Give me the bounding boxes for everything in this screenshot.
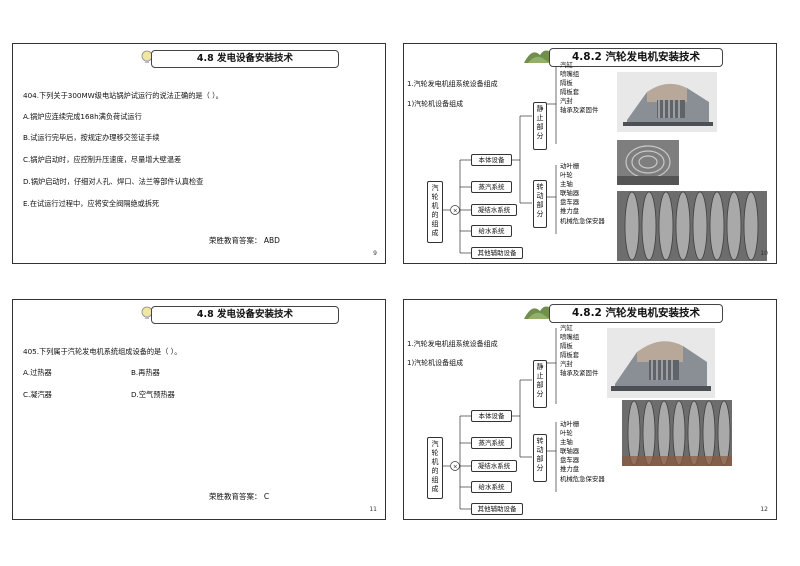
branch-body: 本体设备	[471, 410, 512, 422]
option-c: C.锅炉启动时，应控制升压速度，尽量增大壁温差	[23, 155, 182, 164]
branch-condensate: 凝结水系统	[471, 460, 517, 472]
branch-condensate: 凝结水系统	[471, 204, 517, 216]
page-number: 11	[369, 506, 377, 513]
heading-1: 1.汽轮发电机组系统设备组成	[407, 340, 498, 348]
option-d: D.空气预热器	[131, 390, 175, 399]
grass-decoration-icon	[524, 306, 556, 319]
option-d: D.锅炉启动时，仔细对人孔、焊口、法兰等部件认真检查	[23, 177, 204, 186]
option-a: A.过热器	[23, 368, 52, 377]
lightbulb-icon	[141, 306, 153, 319]
tree-connectors: ×	[442, 328, 557, 510]
rotating-items-list: 动叶栅 叶轮 主轴 联轴器 盘车器 推力盘 机械危急保安器	[560, 420, 605, 484]
list-item: 主轴	[560, 438, 573, 447]
branch-feedwater: 给水系统	[471, 225, 512, 237]
list-item: 隔板	[560, 342, 573, 351]
list-item: 叶轮	[560, 429, 573, 438]
list-item: 汽缸	[560, 61, 573, 69]
list-item: 喷嘴组	[560, 70, 580, 79]
list-item: 隔板套	[560, 88, 580, 97]
static-items-list: 汽缸 喷嘴组 隔板 隔板套 汽封 轴承及紧固件	[560, 324, 598, 379]
svg-text:×: ×	[453, 208, 458, 215]
list-item: 隔板套	[560, 351, 580, 360]
turbine-blades-image	[617, 191, 767, 261]
option-b: B.再热器	[131, 368, 160, 377]
list-item: 动叶栅	[560, 162, 580, 170]
slide-title: 4.8 发电设备安装技术	[151, 306, 339, 324]
list-item: 联轴器	[560, 447, 580, 456]
list-item: 盘车器	[560, 456, 580, 465]
list-item: 汽封	[560, 97, 573, 106]
list-item: 叶轮	[560, 171, 573, 180]
list-item: 推力盘	[560, 207, 580, 216]
list-item: 轴承及紧固件	[560, 369, 599, 378]
slide-12: 4.8.2 汽轮发电机安装技术 1.汽轮发电机组系统设备组成 1)汽轮机设备组成…	[403, 299, 777, 520]
heading-2: 1)汽轮机设备组成	[407, 100, 464, 108]
slide-10: 4.8.2 汽轮发电机安装技术 1.汽轮发电机组系统设备组成 1)汽轮机设备组成…	[403, 43, 777, 264]
svg-text:×: ×	[453, 464, 458, 471]
page-number: 9	[373, 250, 377, 257]
slide-title: 4.8.2 汽轮发电机安装技术	[549, 48, 723, 67]
list-item: 喷嘴组	[560, 333, 580, 342]
branch-auxiliary: 其他辅助设备	[471, 247, 523, 259]
answer-text: 荣胜教育答案： C	[209, 492, 270, 501]
page-number: 12	[760, 506, 768, 513]
turbine-cutaway-image	[607, 328, 715, 398]
option-c: C.凝汽器	[23, 390, 52, 399]
slide-11: 4.8 发电设备安装技术 405.下列属于汽轮发电机系统组成设备的是（ ）。 A…	[12, 299, 386, 520]
branch-body: 本体设备	[471, 154, 512, 166]
turbine-blades-image	[622, 400, 732, 466]
rotating-part-box: 转动部分	[533, 434, 547, 482]
list-item: 动叶栅	[560, 420, 580, 428]
option-a: A.锅炉应连续完成168h满负荷试运行	[23, 112, 142, 121]
branch-steam: 蒸汽系统	[471, 181, 512, 193]
turbine-cutaway-image	[617, 72, 717, 132]
grass-decoration-icon	[524, 50, 556, 63]
branch-feedwater: 给水系统	[471, 481, 512, 493]
static-part-box: 静止部分	[533, 360, 547, 408]
list-item: 盘车器	[560, 198, 580, 207]
tree-node-icon	[450, 205, 460, 215]
static-part-box: 静止部分	[533, 102, 547, 150]
question-text: 405.下列属于汽轮发电机系统组成设备的是（ ）。	[23, 347, 182, 356]
root-box: 汽轮机的组成	[427, 181, 443, 243]
heading-2: 1)汽轮机设备组成	[407, 359, 464, 367]
branch-steam: 蒸汽系统	[471, 437, 512, 449]
list-item: 汽封	[560, 360, 573, 369]
list-item: 隔板	[560, 79, 573, 88]
branch-auxiliary: 其他辅助设备	[471, 503, 523, 515]
tree-node-icon	[450, 461, 460, 471]
question-text: 404.下列关于300MW级电站锅炉试运行的说法正确的是（ ）。	[23, 91, 223, 100]
rotating-part-box: 转动部分	[533, 180, 547, 228]
turbine-rotor-image	[617, 140, 679, 185]
list-item: 联轴器	[560, 189, 580, 198]
list-item: 机械危急保安器	[560, 216, 605, 225]
tree-connectors: ×	[442, 66, 557, 254]
page-number: 10	[760, 250, 768, 257]
slide-title: 4.8.2 汽轮发电机安装技术	[549, 304, 723, 323]
static-items-list: 汽缸 喷嘴组 隔板 隔板套 汽封 轴承及紧固件	[560, 61, 598, 116]
root-box: 汽轮机的组成	[427, 437, 443, 499]
list-item: 机械危急保安器	[560, 474, 605, 483]
slide-title: 4.8 发电设备安装技术	[151, 50, 339, 68]
list-item: 轴承及紧固件	[560, 106, 599, 115]
heading-1: 1.汽轮发电机组系统设备组成	[407, 80, 498, 88]
answer-text: 荣胜教育答案： ABD	[209, 236, 280, 245]
slide-9: 4.8 发电设备安装技术 404.下列关于300MW级电站锅炉试运行的说法正确的…	[12, 43, 386, 264]
list-item: 主轴	[560, 180, 573, 189]
list-item: 推力盘	[560, 465, 580, 474]
option-b: B.试运行完毕后，按规定办理移交签证手续	[23, 133, 160, 142]
rotating-items-list: 动叶栅 叶轮 主轴 联轴器 盘车器 推力盘 机械危急保安器	[560, 162, 605, 226]
list-item: 汽缸	[560, 324, 573, 332]
option-e: E.在试运行过程中，应将安全阀隔绝或拆死	[23, 199, 160, 208]
